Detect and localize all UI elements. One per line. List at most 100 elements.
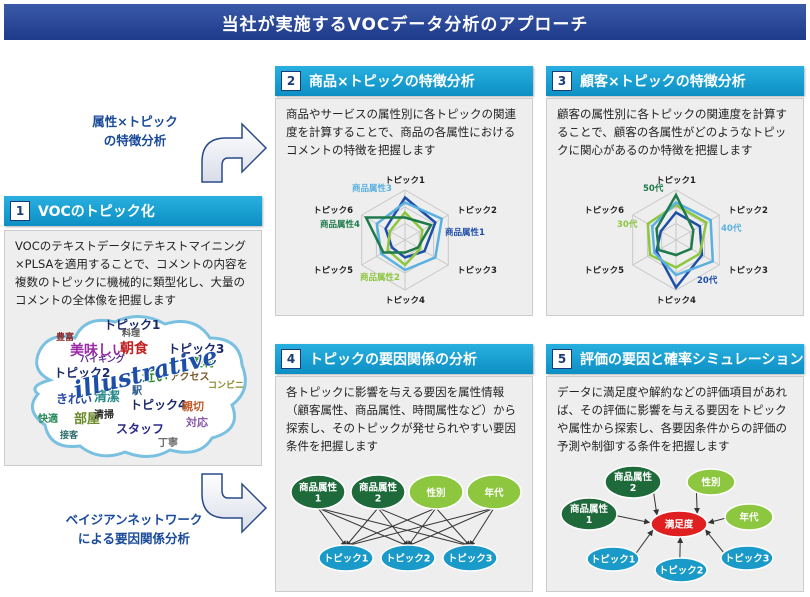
network-edge (694, 492, 701, 514)
radar-axis-label: トピック1 (656, 175, 696, 186)
network-node-label: 1 (315, 494, 322, 505)
cloud-word: 駅 (132, 386, 142, 397)
network-node (654, 557, 708, 583)
cloud-word: 清掃 (94, 410, 114, 421)
radar-series-label: 50代 (643, 183, 664, 194)
radar-axis-label: トピック5 (584, 265, 624, 276)
radar-series-line (386, 210, 424, 267)
radar-series-line (375, 201, 444, 272)
network-node-bottom (442, 544, 498, 572)
network-node-label: トピック2 (386, 553, 431, 565)
page-title: 当社が実施するVOCデータ分析のアプローチ (4, 4, 806, 40)
network-node-top (290, 474, 346, 510)
section-1-number: 1 (10, 201, 30, 221)
cloud-word: アクセス (170, 372, 210, 383)
radar-axis-label: トピック4 (656, 295, 696, 306)
side-label-bottom-line1: ベイジアンネットワーク (65, 512, 203, 527)
network-edge (317, 507, 471, 548)
network-edge (377, 507, 409, 547)
section-4-text: 各トピックに影響を与える要因を属性情報（顧客属性、商品属性、時間属性など）から探… (286, 385, 516, 453)
network-center-label: 満足度 (665, 519, 694, 531)
radar-axis-line (632, 214, 677, 241)
radar-series-line (384, 195, 437, 259)
cloud-word: 便利 (192, 356, 214, 369)
radar-series-line (646, 203, 708, 269)
section-2-text: 商品やサービスの属性別に各トピックの関連度を計算することで、商品の各属性における… (286, 107, 516, 157)
section-3-text: 顧客の属性別に各トピックの関連度を計算することで、顧客の各属性がどのようなトピッ… (557, 107, 787, 157)
network-node-label: トピック3 (448, 553, 493, 565)
section-5-text: データに満足度や解約などの評価項目があれば、その評価に影響を与える要因をトピック… (557, 385, 787, 453)
network-node-bottom (318, 544, 374, 572)
side-label-top-line1: 属性×トピック (92, 114, 178, 129)
section-1-text: VOCのテキストデータにテキストマイニング×PLSAを適用することで、コメントの… (15, 239, 249, 307)
section-4-number: 4 (281, 349, 301, 369)
network-node-label: 1 (586, 515, 593, 526)
radar-axis-label: トピック3 (457, 265, 497, 276)
network-node-label: 性別 (426, 487, 445, 499)
radar-series-label: 商品属性4 (320, 219, 360, 230)
radar-series-label: 30代 (617, 219, 638, 230)
cloud-word: コンビニ (208, 381, 245, 391)
network-node-label: 年代 (739, 512, 759, 524)
network-edge (317, 507, 347, 547)
cloud-word: トピック2 (54, 366, 111, 380)
radar-axis-label: トピック4 (385, 295, 425, 306)
radar-axis-label: トピック6 (584, 205, 624, 216)
radar-axis-line (675, 214, 720, 241)
radar-series-line (655, 210, 704, 290)
network-node (604, 465, 662, 499)
network-node-bottom (380, 544, 436, 572)
radar-series-label: 商品属性1 (445, 227, 485, 238)
side-label-bottom-line2: による要因関係分析 (77, 531, 191, 546)
curved-arrow-up-icon (201, 122, 268, 183)
section-3-title: 顧客×トピックの特徴分析 (580, 74, 746, 90)
cloud-word: スタッフ (116, 422, 165, 436)
curved-arrow-down-icon (201, 473, 268, 534)
side-label-bottom: ベイジアンネットワーク による要因関係分析 (44, 510, 224, 548)
network-edge (707, 517, 726, 525)
cloud-word: トピック4 (130, 398, 187, 412)
radar-axis-label: トピック2 (457, 205, 497, 216)
network-edge (616, 515, 651, 525)
network-edge (345, 507, 379, 547)
radar-axis-label: トピック3 (728, 265, 768, 276)
radar-series-line (364, 216, 433, 254)
network-edge (345, 507, 495, 548)
network-node (724, 503, 774, 531)
network-node (720, 545, 774, 571)
network-edge (317, 507, 409, 547)
network-edge (653, 492, 660, 516)
cloud-word: バイキング (80, 355, 125, 365)
network-edge (407, 507, 495, 547)
network-node-label: 2 (375, 494, 382, 505)
network-edge (635, 529, 654, 554)
radar-series-label: 40代 (721, 223, 742, 234)
cloud-word: 朝食 (120, 341, 148, 357)
section-5-number: 5 (552, 349, 572, 369)
network-node-label: 商品属性 (614, 471, 653, 483)
network-node-label: 性別 (701, 477, 720, 489)
section-3-panel: 顧客の属性別に各トピックの関連度を計算することで、顧客の各属性がどのようなトピッ… (546, 98, 804, 316)
network-node-top (408, 474, 464, 510)
cloud-word: 近い (142, 370, 169, 385)
network-node-top (466, 474, 522, 510)
cloud-word: 料理 (122, 329, 141, 339)
network-node-label: トピック3 (725, 553, 770, 565)
network-edge (377, 507, 471, 547)
radar-series-label: 商品属性2 (360, 272, 400, 283)
cloud-word: 親切 (182, 400, 204, 413)
section-2-title: 商品×トピックの特徴分析 (309, 74, 475, 90)
network-edge (705, 529, 725, 553)
section-4-title: トピックの要因関係の分析 (309, 352, 477, 368)
cloud-word: トピック1 (104, 318, 161, 332)
network-center-node (650, 510, 708, 538)
network-edge (345, 507, 437, 547)
section-1-title: VOCのトピック化 (38, 204, 155, 220)
radar-chart-product: トピック1トピック2トピック3トピック4トピック5トピック6商品属性1商品属性2… (313, 175, 497, 306)
radar-axis-label: トピック1 (385, 175, 425, 186)
side-label-top: 属性×トピック の特徴分析 (60, 112, 210, 150)
network-node-label: トピック1 (591, 554, 636, 566)
cloud-word: 対応 (186, 416, 208, 429)
cloud-word: 美味しい (70, 343, 126, 359)
cloud-shape (30, 315, 247, 458)
